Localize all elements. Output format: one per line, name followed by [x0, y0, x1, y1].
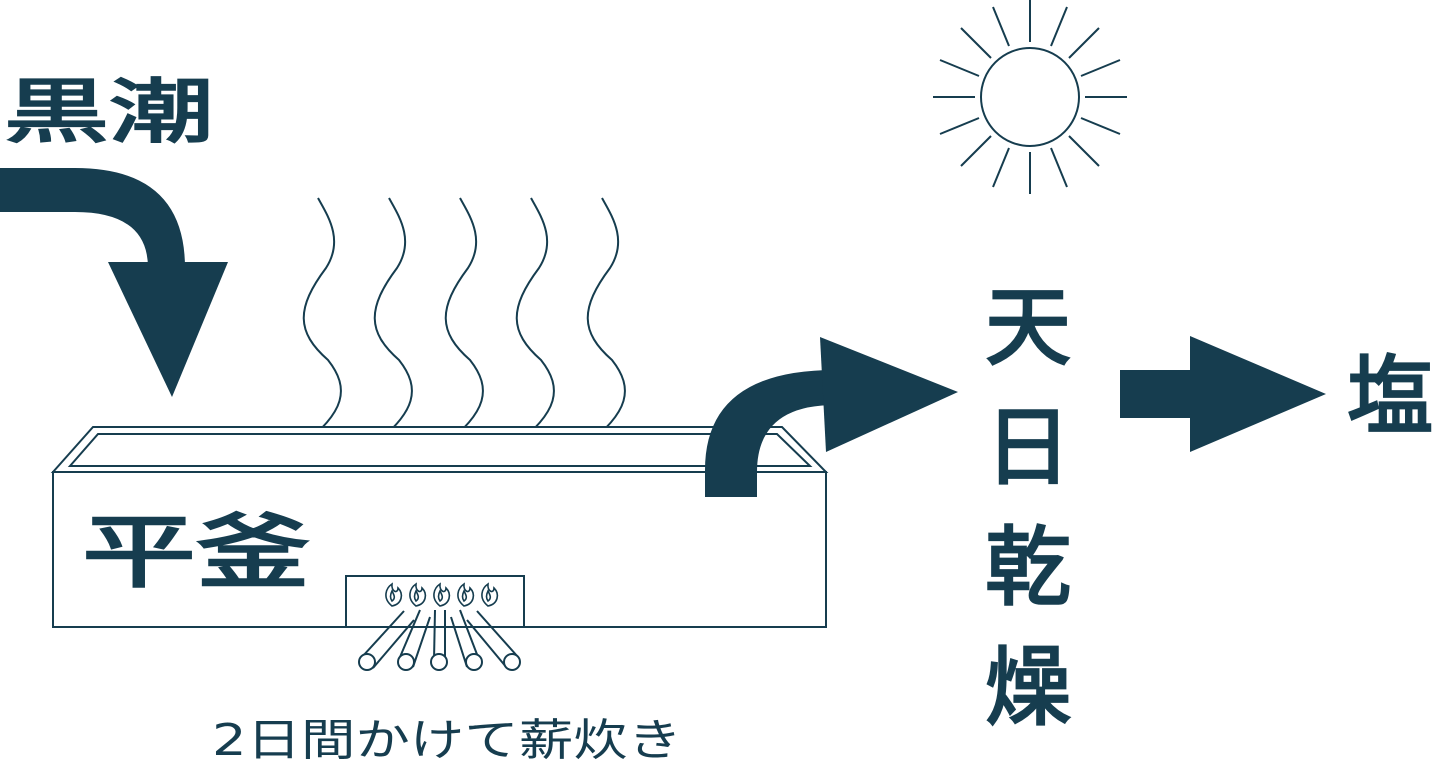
flat-kettle-label: 平釜 [82, 505, 310, 599]
kuroshio-label: 黒潮 [4, 70, 214, 153]
steam-icon [299, 197, 626, 448]
firewood-boiling-caption: 2日間かけて薪炊き [212, 715, 682, 766]
kuroshio-inflow-arrow [0, 168, 228, 397]
to-salt-arrow [1120, 336, 1326, 452]
salt-label: 塩 [1347, 346, 1433, 447]
sun-drying-label-3: 乾 [985, 517, 1071, 618]
sun-drying-label-2: 日 [985, 397, 1071, 498]
fire-icon [385, 582, 499, 607]
sun-drying-label-1: 天 [985, 277, 1071, 378]
firewood-icon [358, 609, 521, 671]
sun-icon [933, 0, 1127, 194]
sun-drying-label-4: 燥 [985, 637, 1072, 738]
to-sun-drying-arrow [705, 337, 958, 497]
